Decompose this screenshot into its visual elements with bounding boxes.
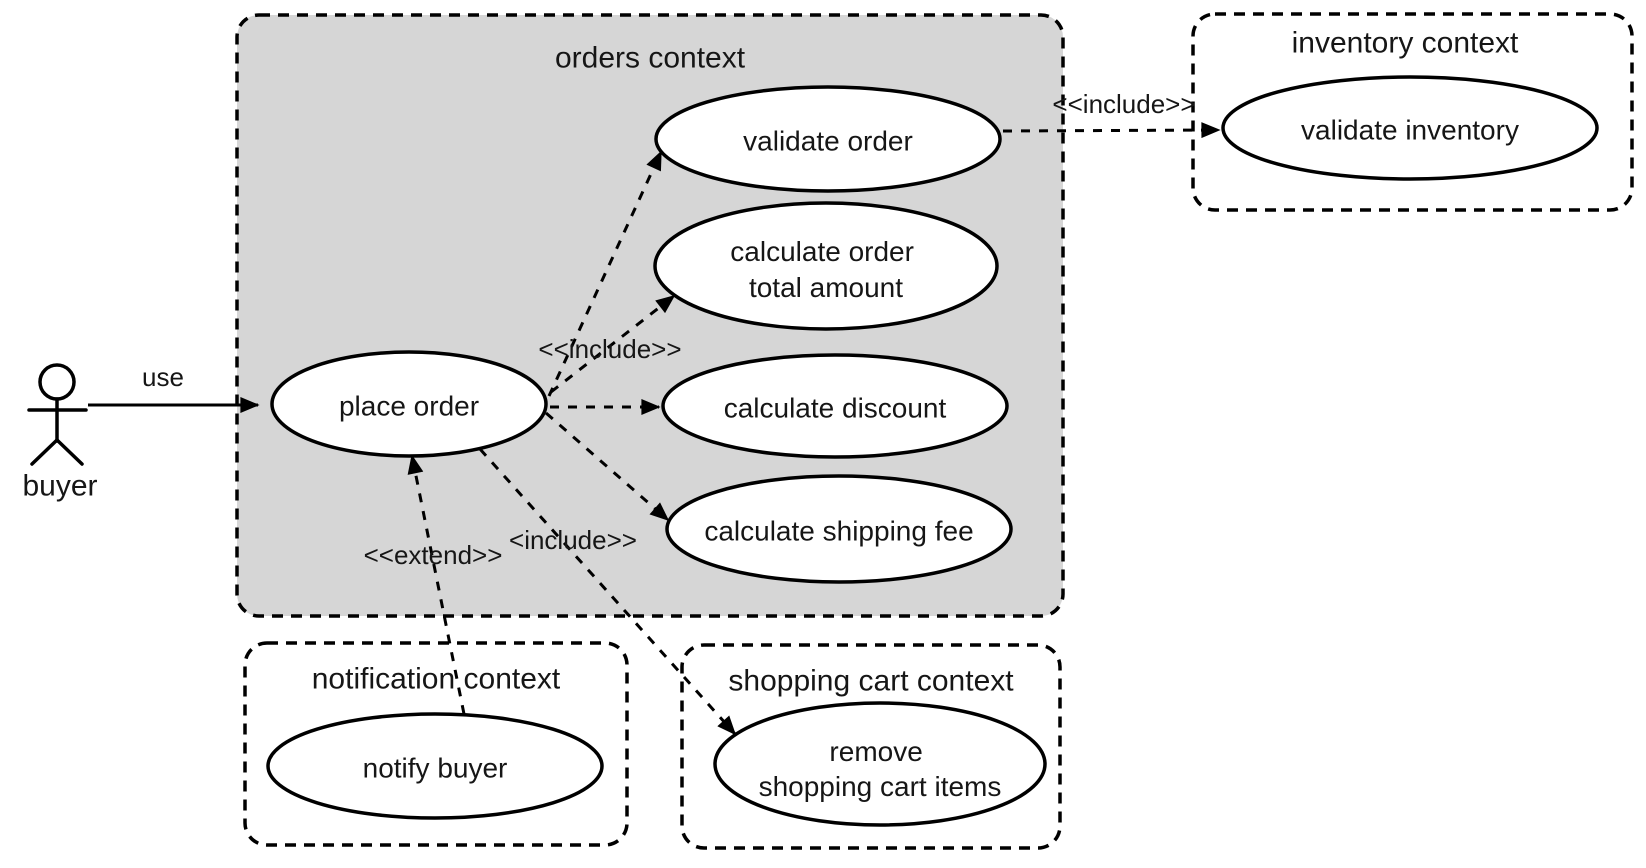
include-arrow-calculate-order-total <box>550 294 676 394</box>
remove-cart-items-label: remove shopping cart items <box>759 736 1002 802</box>
validate-inventory-label: validate inventory <box>1301 115 1519 146</box>
relationships: use <<include>> <include>> <<extend>> <<… <box>88 89 1221 736</box>
validate-order-ellipse <box>654 85 1002 193</box>
use-case-calculate-shipping-fee: calculate shipping fee <box>665 474 1013 584</box>
include-arrow-validate-order <box>547 150 663 397</box>
include-label-top: <<include>> <box>538 334 681 364</box>
include-label-inventory: <<include>> <box>1052 89 1195 119</box>
extend-arrow-notify-buyer <box>407 454 466 715</box>
calculate-discount-label: calculate discount <box>724 393 947 424</box>
use-case-notify-buyer: notify buyer <box>266 712 604 820</box>
notification-context-title: notification context <box>312 663 561 696</box>
use-case-validate-order: validate order <box>654 85 1002 193</box>
use-case-calculate-order-total: calculate order total amount <box>653 201 999 331</box>
calculate-order-total-line1: calculate order <box>730 236 914 267</box>
notify-buyer-label: notify buyer <box>363 753 508 784</box>
calculate-order-total-ellipse <box>653 201 999 331</box>
actor-buyer: buyer <box>22 363 98 503</box>
calculate-shipping-fee-ellipse <box>665 474 1013 584</box>
calculate-order-total-label: calculate order total amount <box>730 236 921 303</box>
include-label-remove-cart: <include>> <box>509 525 637 555</box>
notify-buyer-ellipse <box>266 712 604 820</box>
actor-left-leg <box>30 438 59 466</box>
calculate-discount-ellipse <box>661 353 1009 459</box>
place-order-label: place order <box>339 391 479 422</box>
validate-order-label: validate order <box>743 126 913 157</box>
extend-label: <<extend>> <box>364 540 503 570</box>
remove-cart-items-line2: shopping cart items <box>759 771 1002 802</box>
use-cases: place order validate order calculate ord… <box>266 75 1599 827</box>
inventory-context-title: inventory context <box>1292 27 1519 60</box>
use-case-calculate-discount: calculate discount <box>661 353 1009 459</box>
use-case-remove-cart-items: remove shopping cart items <box>713 701 1047 827</box>
remove-cart-items-ellipse <box>713 701 1047 827</box>
calculate-shipping-fee-label: calculate shipping fee <box>704 516 973 547</box>
use-case-place-order: place order <box>270 350 548 458</box>
calculate-order-total-line2: total amount <box>749 272 903 303</box>
use-association-label: use <box>142 362 184 392</box>
actor-right-leg <box>55 438 84 466</box>
include-arrow-validate-inventory <box>1002 122 1221 139</box>
actor-label: buyer <box>22 470 97 503</box>
use-case-validate-inventory: validate inventory <box>1221 75 1599 181</box>
validate-inventory-ellipse <box>1221 75 1599 181</box>
remove-cart-items-line1: remove <box>829 736 922 767</box>
shopping-cart-context-title: shopping cart context <box>728 665 1014 698</box>
orders-context-title: orders context <box>555 42 746 75</box>
actor-head <box>38 363 76 401</box>
